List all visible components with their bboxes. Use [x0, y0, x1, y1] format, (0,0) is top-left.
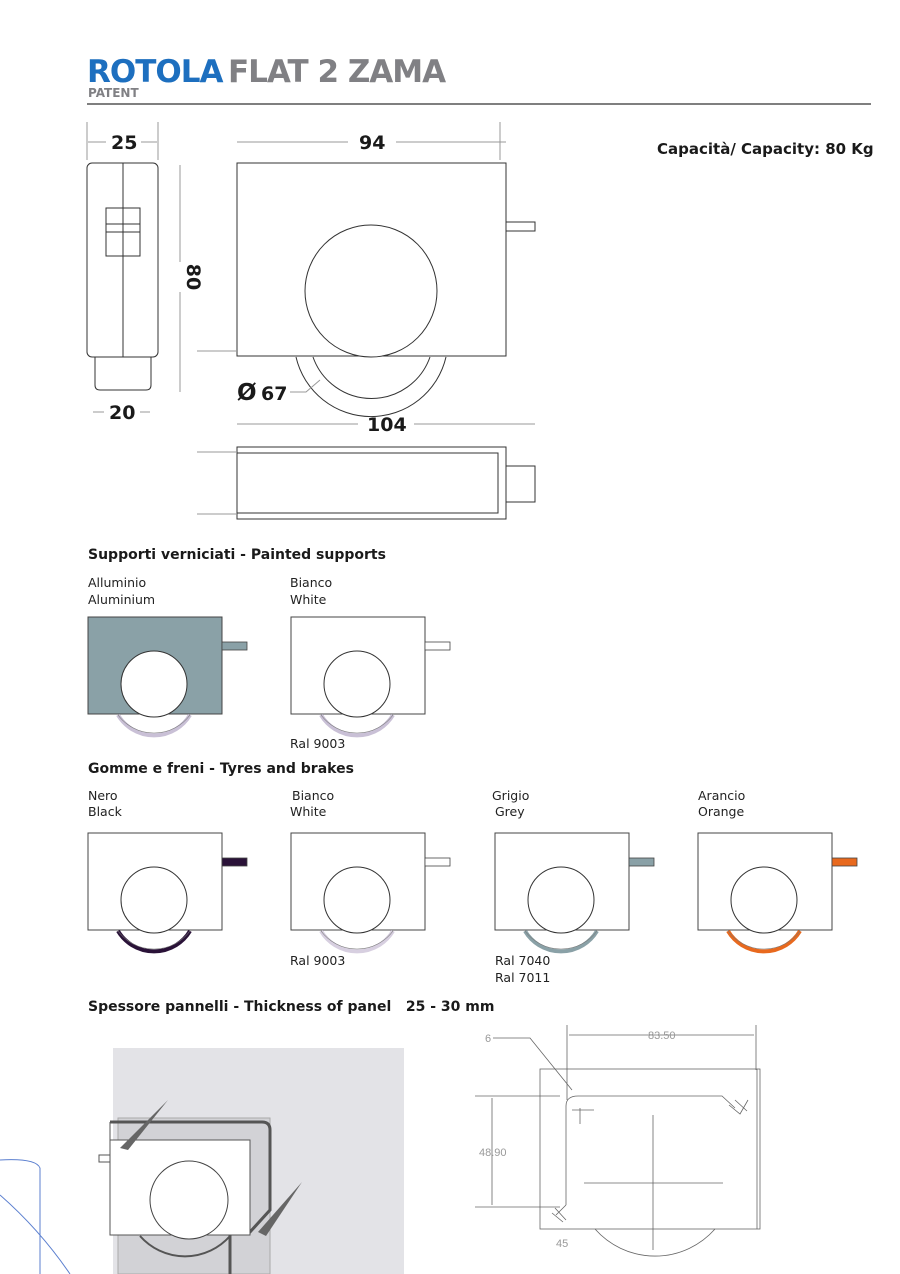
tyre-white-swatch: [289, 831, 452, 954]
support-white-label-it: Bianco: [290, 575, 332, 590]
front-view-drawing: [197, 122, 536, 425]
tyre-orange-label-en: Orange: [698, 804, 744, 819]
tyre-black-swatch: [86, 831, 249, 954]
tyre-black-label-it: Nero: [88, 788, 118, 803]
dim-bottom-length: 104: [367, 414, 407, 436]
decorative-arc: [0, 1159, 71, 1274]
support-white-label-en: White: [290, 592, 327, 607]
support-white-swatch: [289, 615, 452, 738]
patent-label: PATENT: [88, 86, 139, 100]
tyre-white-label-it: Bianco: [292, 788, 334, 803]
bottom-view-drawing: [197, 446, 536, 520]
model-title: FLAT 2 ZAMA: [228, 54, 446, 90]
side-view-drawing: [86, 122, 181, 413]
support-alu-label-en: Aluminium: [88, 592, 155, 607]
cad-width: 83.50: [648, 1030, 676, 1042]
dim-front-width: 94: [359, 132, 385, 154]
support-alu-label-it: Alluminio: [88, 575, 146, 590]
dim-base: 20: [109, 402, 135, 424]
tyre-white-ral: Ral 9003: [290, 953, 345, 968]
capacity-label: Capacità/ Capacity: 80 Kg: [657, 140, 874, 158]
cad-height: 48.90: [479, 1147, 507, 1159]
support-aluminium-swatch: [86, 615, 249, 738]
panel-mounting-illustration: [98, 1048, 404, 1274]
dim-wheel-diameter: 67: [261, 383, 287, 405]
tyre-orange-label-it: Arancio: [698, 788, 745, 803]
tyre-grey-swatch: [493, 831, 656, 954]
dim-side-width: 25: [111, 132, 137, 154]
cad-section-drawing: [475, 1025, 761, 1257]
tyres-title: Gomme e freni - Tyres and brakes: [88, 761, 354, 777]
cad-radius: 6: [485, 1033, 491, 1045]
tyre-orange-swatch: [696, 831, 859, 954]
tyre-grey-label-it: Grigio: [492, 788, 529, 803]
tyre-black-label-en: Black: [88, 804, 123, 819]
diameter-symbol: Ø: [237, 380, 257, 406]
dim-height: 80: [182, 264, 204, 290]
cad-angle: 45: [556, 1238, 568, 1250]
panel-thickness-title: Spessore pannelli - Thickness of panel 2…: [88, 999, 494, 1015]
brand-title: ROTOLA: [87, 54, 223, 90]
painted-supports-title: Supporti verniciati - Painted supports: [88, 547, 386, 563]
tyre-white-label-en: White: [290, 804, 327, 819]
tyre-grey-ral-1: Ral 7040: [495, 953, 550, 968]
tyre-grey-ral-2: Ral 7011: [495, 970, 550, 985]
tyre-grey-label-en: Grey: [495, 804, 525, 819]
support-white-ral: Ral 9003: [290, 736, 345, 751]
